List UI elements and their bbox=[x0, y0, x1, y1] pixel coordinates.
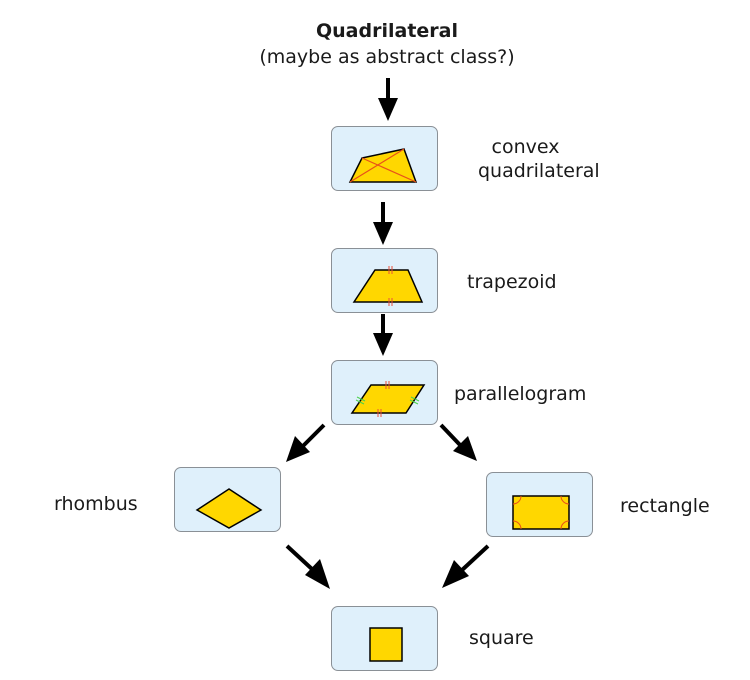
arrow-parallelogram-to-rectangle bbox=[439, 423, 477, 461]
arrow-rectangle-to-square bbox=[442, 544, 490, 588]
rectangle-icon bbox=[512, 495, 570, 530]
label-convex-quadrilateral: convex quadrilateral bbox=[478, 135, 600, 183]
arrow-root-to-convex bbox=[378, 78, 398, 121]
label-rhombus: rhombus bbox=[54, 493, 138, 515]
arrow-parallelogram-to-rhombus bbox=[286, 423, 326, 462]
trapezoid-icon bbox=[352, 266, 424, 306]
label-square: square bbox=[469, 627, 534, 649]
node-trapezoid[interactable] bbox=[331, 248, 438, 313]
parallelogram-icon bbox=[350, 381, 426, 417]
root-subtitle: (maybe as abstract class?) bbox=[259, 46, 515, 68]
arrow-trapezoid-to-parallelogram bbox=[373, 314, 393, 356]
rhombus-icon bbox=[195, 488, 263, 529]
node-convex-quadrilateral[interactable] bbox=[331, 126, 438, 191]
label-rectangle: rectangle bbox=[620, 495, 710, 517]
root-title: Quadrilateral bbox=[316, 20, 458, 42]
node-parallelogram[interactable] bbox=[331, 360, 438, 425]
arrow-convex-to-trapezoid bbox=[373, 202, 393, 245]
label-convex-line1: convex bbox=[491, 136, 560, 158]
arrow-rhombus-to-square bbox=[285, 544, 330, 589]
label-trapezoid: trapezoid bbox=[467, 271, 557, 293]
node-square[interactable] bbox=[331, 606, 438, 671]
label-parallelogram: parallelogram bbox=[454, 383, 587, 405]
label-convex-line2: quadrilateral bbox=[478, 160, 600, 182]
convex-quadrilateral-icon bbox=[348, 148, 418, 183]
node-rectangle[interactable] bbox=[486, 472, 593, 537]
square-icon bbox=[369, 627, 403, 662]
node-rhombus[interactable] bbox=[174, 467, 281, 532]
